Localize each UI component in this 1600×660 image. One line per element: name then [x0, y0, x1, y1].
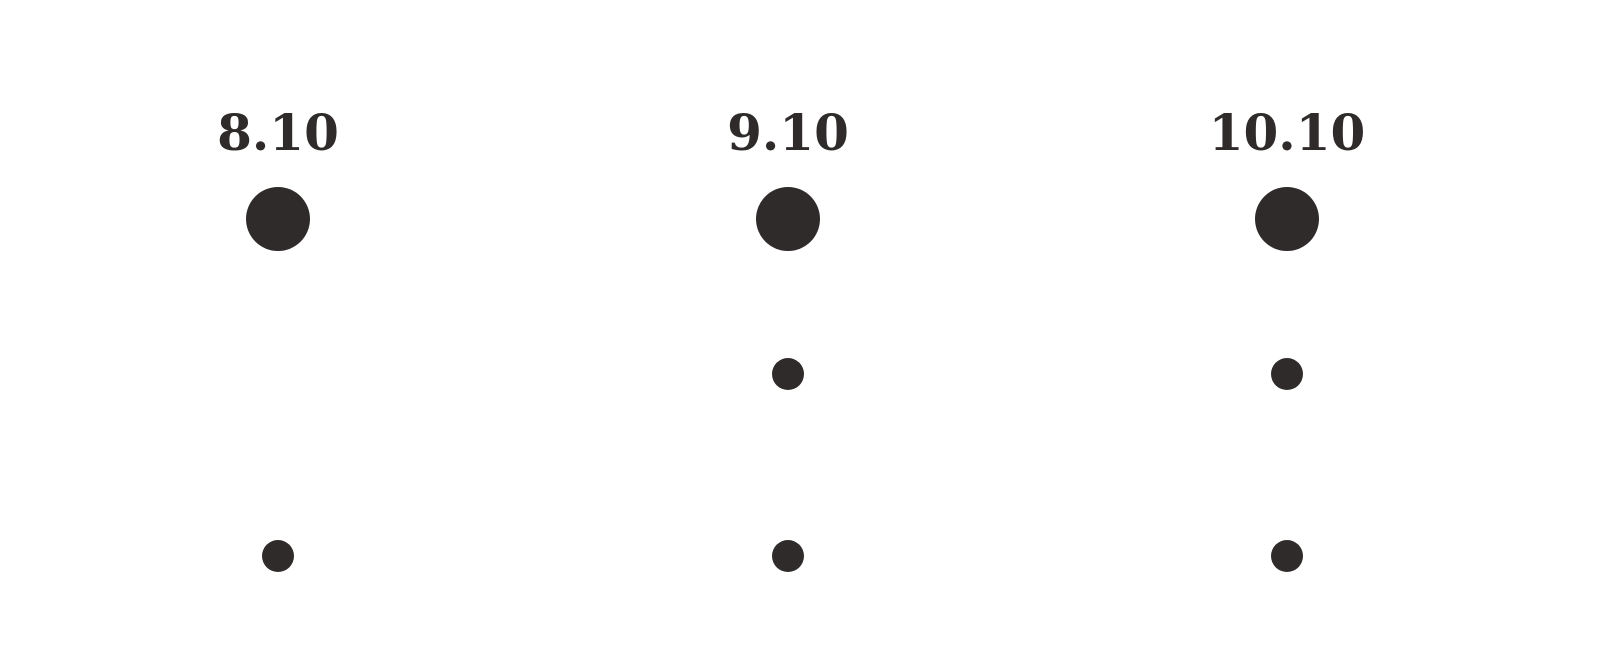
column-label-3: 10.10 — [1209, 103, 1366, 162]
dot-grid — [246, 187, 1319, 572]
dot-large-col3-row1 — [1255, 187, 1319, 251]
dot-small-col3-row2 — [1271, 358, 1303, 390]
dot-large-col2-row1 — [756, 187, 820, 251]
column-label-2: 9.10 — [727, 103, 849, 162]
dot-small-col1-row3 — [262, 540, 294, 572]
dot-small-col2-row3 — [772, 540, 804, 572]
dot-small-col3-row3 — [1271, 540, 1303, 572]
dot-large-col1-row1 — [246, 187, 310, 251]
dot-small-col2-row2 — [772, 358, 804, 390]
column-label-1: 8.10 — [217, 103, 339, 162]
